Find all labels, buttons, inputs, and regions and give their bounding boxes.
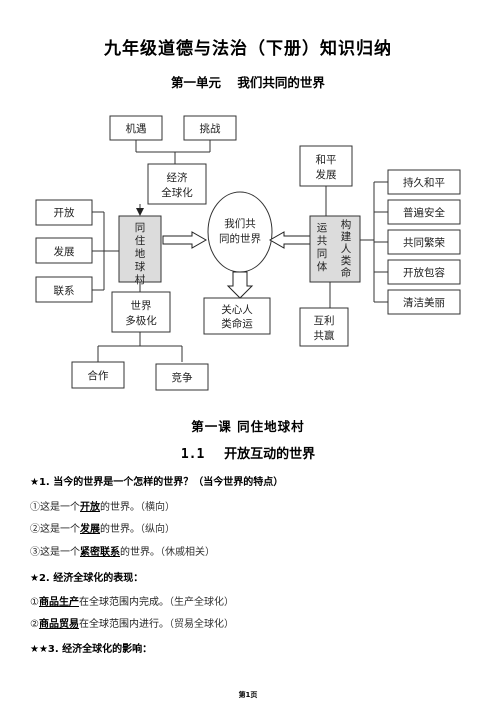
label-open-inclusive: 开放包容 [403, 266, 445, 279]
box-common-security [387, 199, 461, 225]
label-village-2: 住 [135, 234, 146, 247]
label-fate-1: 关心人 [221, 303, 253, 316]
box-competition [155, 363, 209, 391]
section-number: 1.1 [180, 447, 205, 462]
label-opportunity: 机遇 [126, 122, 147, 135]
label-economic-2: 全球化 [161, 186, 193, 199]
box-lasting-peace [387, 169, 461, 195]
label-community-a-3: 同 [317, 248, 328, 260]
label-village-3: 地 [135, 247, 146, 260]
label-winwin-2: 共赢 [314, 329, 335, 342]
label-common-security: 普遍安全 [403, 206, 445, 219]
label-community-b-3: 人 [341, 243, 352, 255]
label-community-b-2: 建 [341, 230, 352, 243]
unit-heading: 第一单元 我们共同的世界 [0, 72, 496, 91]
section-name: 开放互动的世界 [224, 447, 316, 462]
section-heading: 1.1 开放互动的世界 [0, 443, 496, 462]
question-1: ★1. 当今的世界是一个怎样的世界？（当今世界的特点） [30, 473, 283, 488]
label-peace-2: 发展 [316, 168, 337, 181]
label-cooperation: 合作 [88, 369, 109, 382]
lesson-number: 第一课 [191, 419, 232, 434]
label-community-b-5: 命 [341, 266, 352, 279]
question-2: ★2. 经济全球化的表现： [30, 569, 143, 584]
unit-number: 第一单元 [171, 75, 222, 90]
box-global-village [118, 215, 162, 283]
question-2-prefix: ★2. [30, 573, 50, 584]
box-open-inclusive [387, 259, 461, 285]
box-common-prosperity [387, 229, 461, 255]
q1-item-3: ③这是一个紧密联系的世界。（休戚相关） [30, 547, 215, 558]
label-peace-1: 和平 [316, 154, 337, 166]
question-3-text: 经济全球化的影响： [62, 644, 153, 655]
label-winwin-1: 互利 [314, 315, 335, 327]
label-village-1: 同 [135, 222, 146, 234]
label-open: 开放 [54, 206, 75, 219]
box-multipolar [111, 291, 171, 333]
question-1-text: 当今的世界是一个怎样的世界？（当今世界的特点） [53, 477, 284, 488]
question-3-prefix: ★★3. [30, 644, 59, 655]
label-village-5: 村 [135, 273, 146, 286]
label-clean-beautiful: 清洁美丽 [403, 296, 445, 309]
box-clean-beautiful [387, 289, 461, 315]
label-center-1: 我们共 [224, 217, 256, 230]
unit-name: 我们共同的世界 [237, 75, 325, 90]
label-connect: 联系 [54, 285, 75, 297]
q1-item-2: ②这是一个发展的世界。（纵向） [30, 524, 175, 535]
knowledge-diagram: 机遇 挑战 经济 全球化 开放 发展 联系 同 住 地 球 村 世界 多极化 合… [35, 115, 461, 391]
label-community-b-4: 类 [341, 254, 352, 267]
lesson-name: 同住地球村 [237, 419, 305, 434]
label-community-a-2: 共 [317, 235, 328, 247]
box-win-win [299, 307, 349, 347]
label-economic-1: 经济 [167, 171, 188, 184]
center-ellipse [207, 191, 273, 273]
document-title: 九年级道德与法治（下册）知识归纳 [104, 39, 392, 59]
q2-item-1: ①商品生产在全球范围内完成。（生产全球化） [30, 597, 234, 608]
label-competition: 竞争 [172, 371, 193, 384]
box-care-human-fate [203, 297, 271, 335]
box-economic-globalization [147, 163, 207, 205]
q2-item-2: ②商品贸易在全球范围内进行。（贸易全球化） [30, 619, 234, 630]
label-community-b-1: 构 [341, 218, 352, 231]
page-number: 第1页 [238, 691, 258, 699]
question-1-prefix: ★1. [30, 477, 50, 488]
label-multipolar-2: 多极化 [125, 314, 157, 327]
lesson-heading: 第一课 同住地球村 [0, 416, 496, 435]
label-multipolar-1: 世界 [131, 300, 152, 312]
label-common-prosperity: 共同繁荣 [403, 236, 445, 249]
label-develop: 发展 [54, 245, 75, 258]
question-3: ★★3. 经济全球化的影响： [30, 640, 152, 655]
question-2-text: 经济全球化的表现： [53, 573, 144, 584]
label-lasting-peace: 持久和平 [403, 176, 445, 189]
label-challenge: 挑战 [200, 122, 221, 135]
label-fate-2: 类命运 [221, 317, 253, 330]
box-cooperation [71, 361, 125, 389]
label-village-4: 球 [135, 260, 146, 273]
label-community-a-4: 体 [317, 261, 328, 273]
box-community [309, 215, 361, 283]
label-community-a-1: 运 [317, 222, 328, 234]
q1-item-1: ①这是一个开放的世界。（横向） [30, 502, 175, 513]
label-center-2: 同的世界 [219, 232, 261, 245]
